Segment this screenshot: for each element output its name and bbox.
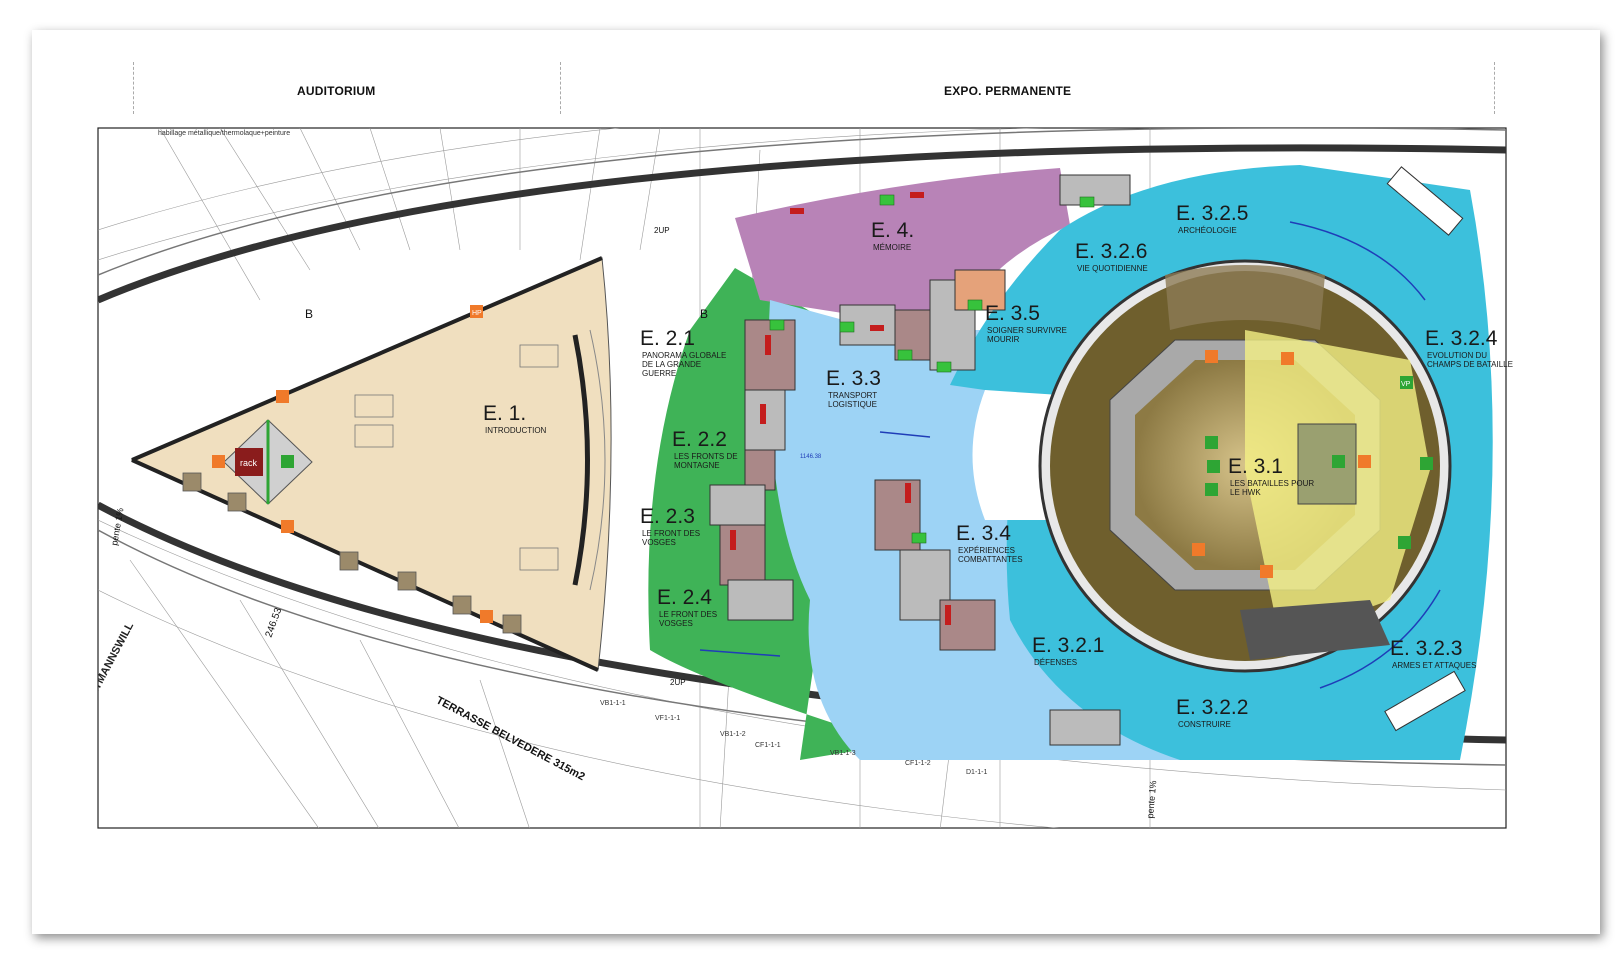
exhibit-panels [709, 166, 1466, 746]
zone-subtitle: SOIGNER SURVIVRE [987, 326, 1067, 335]
header-divider [133, 62, 134, 114]
green-screens [769, 194, 1095, 544]
zone-subtitle: LES FRONTS DE [674, 452, 738, 461]
zone-subtitle: LE FRONT DES [659, 610, 717, 619]
zone-label: E. 3.2.6 [1075, 240, 1147, 263]
zone-subtitle: VOSGES [659, 619, 693, 628]
svg-text:VB1-1-1: VB1-1-1 [600, 700, 626, 707]
zone-subtitle: ARCHÉOLOGIE [1178, 226, 1237, 235]
header-divider [560, 62, 561, 114]
zone-subtitle: ARMES ET ATTAQUES [1392, 661, 1476, 670]
central-map [1297, 423, 1357, 505]
floor-markers [182, 472, 522, 634]
zone-subtitle: EXPÉRIENCES [958, 546, 1015, 555]
pente-right: pente 1% [1145, 780, 1158, 819]
zone-label: E. 1. [483, 402, 526, 425]
updown-top: 2UP [654, 226, 670, 235]
zone-subtitle: LE HWK [1230, 488, 1261, 497]
zone-subtitle: DE LA GRANDE [642, 360, 701, 369]
vp-label: VP [1401, 381, 1411, 388]
zone-label: E. 2.2 [672, 428, 727, 451]
north-wall [98, 144, 1506, 304]
zone-subtitle: TRANSPORT [828, 391, 877, 400]
note-top: habillage métallique/thermolaque+peintur… [158, 130, 290, 137]
zone-subtitle: VIE QUOTIDIENNE [1077, 264, 1148, 273]
svg-text:CF1-1-2: CF1-1-2 [905, 760, 931, 767]
svg-text:CF1-1-1: CF1-1-1 [755, 742, 781, 749]
header-auditorium: AUDITORIUM [297, 84, 376, 98]
svg-text:VF1-1-1: VF1-1-1 [655, 715, 680, 722]
zone-subtitle: GUERRE [642, 369, 676, 378]
flow-arrows [699, 221, 1441, 689]
zone-label: E. 2.3 [640, 505, 695, 528]
zone-purple-e4 [735, 168, 1070, 330]
svg-text:D1-1-1: D1-1-1 [966, 769, 988, 776]
zone-subtitle: MOURIR [987, 335, 1020, 344]
zone-subtitle: VOSGES [642, 538, 676, 547]
rack-box [235, 448, 263, 476]
zone-subtitle: LOGISTIQUE [828, 400, 877, 409]
zone-label: E. 3.2.1 [1032, 634, 1104, 657]
zone-label: E. 4. [871, 219, 914, 242]
zone-subtitle: COMBATTANTES [958, 555, 1023, 564]
zone-label: E. 3.2.5 [1176, 202, 1248, 225]
zone-label: E. 3.5 [985, 302, 1040, 325]
zone-subtitle: CHAMPS DE BATAILLE [1427, 360, 1513, 369]
zone-label: E. 3.3 [826, 367, 881, 390]
zone-label: E. 2.4 [657, 586, 712, 609]
hp-label: HP [472, 310, 482, 317]
section-marker: B [305, 307, 313, 321]
zone-subtitle: MONTAGNE [674, 461, 720, 470]
zone-subtitle: CONSTRUIRE [1178, 720, 1231, 729]
zone-subtitle: LE FRONT DES [642, 529, 700, 538]
zone-subtitle: INTRODUCTION [485, 426, 547, 435]
header-divider [1494, 62, 1495, 114]
zone-subtitle: LES BATAILLES POUR [1230, 479, 1314, 488]
zone-label: E. 3.2.4 [1425, 327, 1498, 350]
zone-subtitle: EVOLUTION DU [1427, 351, 1487, 360]
red-markers [730, 192, 951, 625]
svg-text:VB1-1-2: VB1-1-2 [720, 731, 746, 738]
zone-label: E. 3.1 [1228, 455, 1283, 478]
hp-vp-markers [212, 305, 1433, 623]
zone-subtitle: DÉFENSES [1034, 658, 1077, 667]
wall-labels: VB1-1-1 VF1-1-1 VB1-1-2 CF1-1-1 VB1-1-3 … [600, 700, 988, 776]
zone-intro-e1 [130, 257, 612, 671]
zone-subtitle: MÉMOIRE [873, 243, 911, 252]
zone-subtitle: PANORAMA GLOBALE [642, 351, 726, 360]
header-expo-permanente: EXPO. PERMANENTE [944, 84, 1072, 98]
rack-label: rack [240, 458, 258, 468]
zone-label: E. 3.2.3 [1390, 637, 1462, 660]
ngf-level: 1146.38 [800, 454, 822, 460]
zone-label: E. 3.2.2 [1176, 696, 1248, 719]
zone-label: E. 3.4 [956, 522, 1011, 545]
section-marker-2: B [700, 307, 708, 321]
updown-bottom: 2UP [670, 678, 686, 687]
svg-text:VB1-1-3: VB1-1-3 [830, 750, 856, 757]
zone-label: E. 2.1 [640, 327, 695, 350]
